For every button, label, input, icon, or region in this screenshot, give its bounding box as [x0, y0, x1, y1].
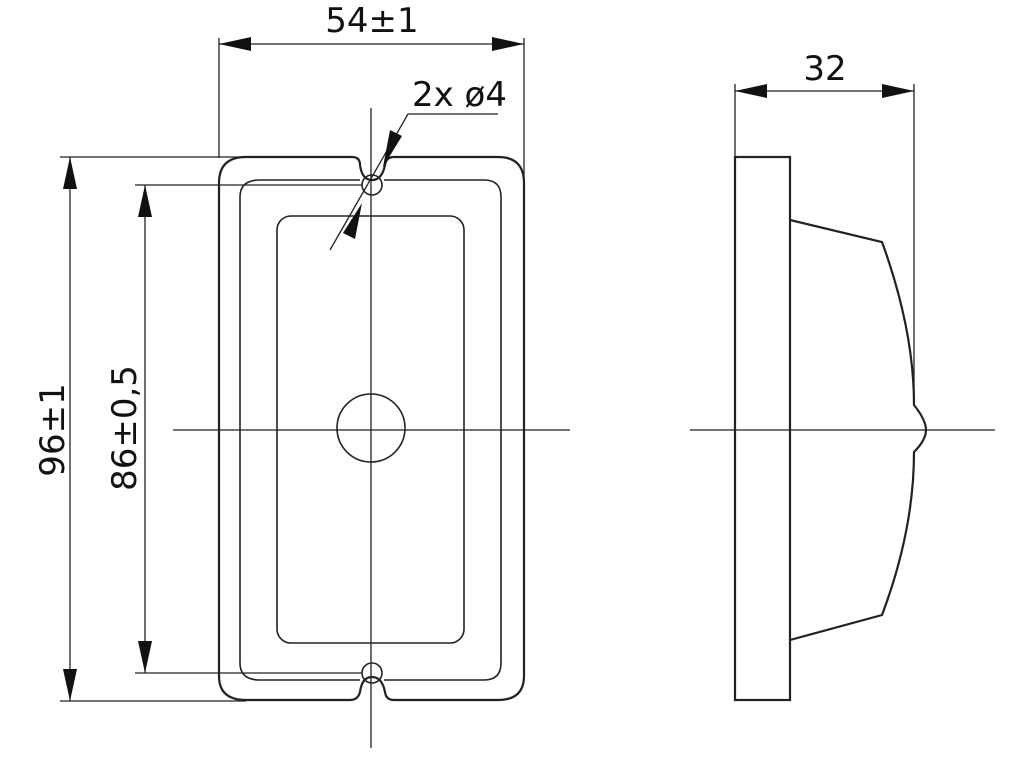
hole-diameter-callout: 2x ø4 — [329, 75, 507, 251]
front-view: 54±1 2x ø4 96±1 86±0,5 — [33, 1, 570, 748]
hole-spacing-label: 86±0,5 — [105, 365, 145, 491]
depth-label: 32 — [803, 49, 846, 89]
hole-callout-label: 2x ø4 — [412, 75, 507, 115]
width-dimension: 54±1 — [218, 1, 525, 190]
outer-height-dimension: 96±1 — [33, 156, 246, 702]
mounting-hole-bottom — [361, 662, 383, 684]
side-base-plate — [733, 155, 792, 702]
outer-height-label: 96±1 — [33, 383, 73, 476]
side-view: 32 — [690, 49, 995, 702]
width-label: 54±1 — [325, 1, 418, 41]
hole-spacing-dimension: 86±0,5 — [105, 184, 362, 674]
depth-dimension: 32 — [734, 49, 915, 405]
front-outer-outline — [217, 155, 526, 702]
